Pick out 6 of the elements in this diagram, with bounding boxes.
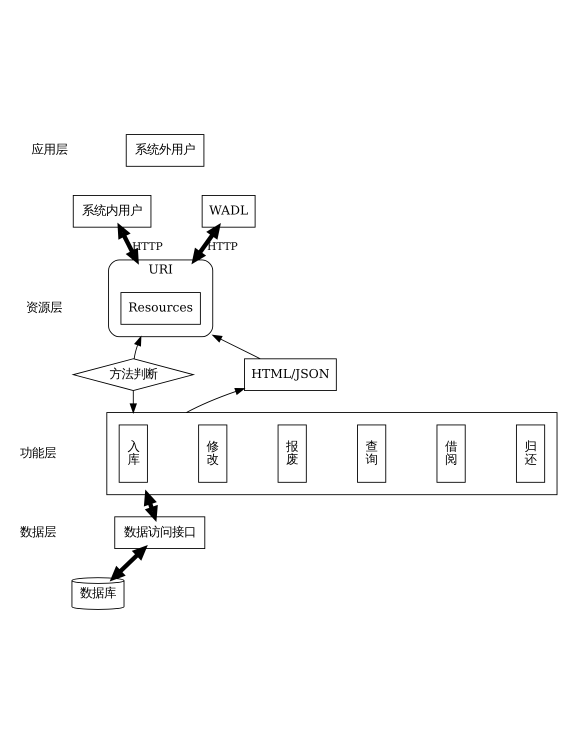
- edge-label: HTTP: [207, 240, 238, 253]
- label: 功能层: [20, 446, 56, 460]
- label: 数据层: [20, 524, 56, 539]
- label: 资源层: [26, 300, 62, 315]
- label: 应用层: [31, 142, 68, 157]
- edge-label: HTTP: [132, 240, 163, 253]
